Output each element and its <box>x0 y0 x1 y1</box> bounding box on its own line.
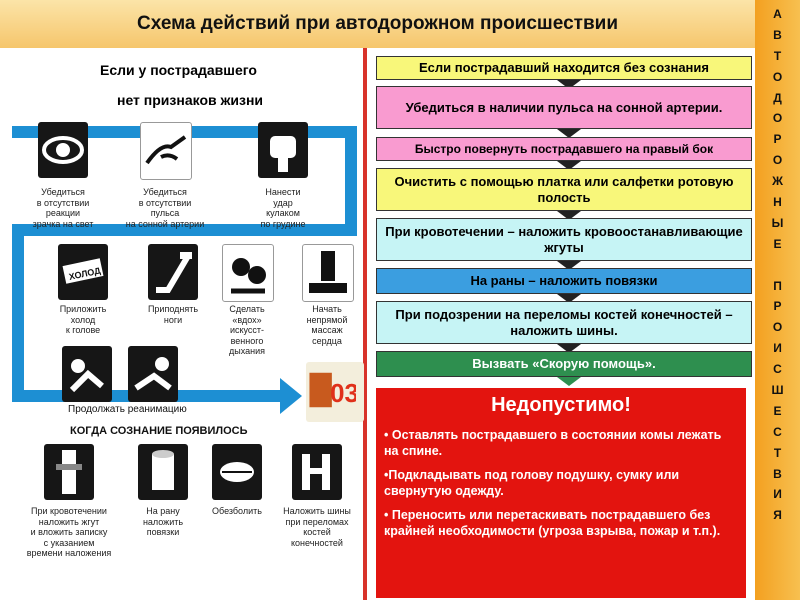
side-letter: Е <box>773 403 782 418</box>
row3-caption: Продолжать реанимацию <box>68 404 187 415</box>
step-connector <box>557 129 581 138</box>
warning-item-1: • Оставлять пострадавшего в состоянии ко… <box>384 428 722 458</box>
resuscitation-icon <box>128 346 178 402</box>
side-letter: Я <box>773 508 782 523</box>
side-letter: О <box>772 69 783 84</box>
fist-icon <box>258 122 308 178</box>
side-letter: В <box>773 466 782 481</box>
chest-compression-icon <box>302 244 354 302</box>
side-letter: И <box>773 487 782 502</box>
eye-icon <box>38 122 88 178</box>
side-letter: С <box>773 362 782 377</box>
steps-panel: Если пострадавший находится без сознания… <box>367 48 755 600</box>
flow-band <box>345 126 357 236</box>
bandage-icon <box>138 444 188 500</box>
row4-caption-1: При кровотечении наложить жгут и вложить… <box>26 506 112 558</box>
step-connector <box>557 344 581 353</box>
side-letter: А <box>773 7 782 21</box>
flow-arrow-icon <box>280 378 302 414</box>
illustration-panel: Если у пострадавшего нет признаков жизни… <box>0 48 364 600</box>
flow-band <box>12 224 357 236</box>
warning-box: Недопустимо! • Оставлять пострадавшего в… <box>376 388 746 598</box>
step-8: Вызвать «Скорую помощь». <box>376 351 752 377</box>
row2-caption-1: Приложить холод к голове <box>59 304 107 335</box>
side-letter: О <box>772 320 783 335</box>
row2-caption-3: Сделать «вдох» искусст- венного дыхания <box>229 304 265 356</box>
raise-legs-icon <box>148 244 198 300</box>
row4-caption-2: На рану наложить повязки <box>142 506 184 537</box>
side-letter: О <box>772 153 783 168</box>
step-connector <box>557 377 581 386</box>
ambulance-icon: 03 <box>306 362 364 422</box>
row4-caption-4: Наложить шины при переломах костей конеч… <box>283 506 351 548</box>
side-letter: Ш <box>771 383 784 398</box>
row4-caption-3: Обезболить <box>212 506 262 516</box>
step-3: Быстро повернуть пострадавшего на правый… <box>376 137 752 161</box>
side-letter: Р <box>773 299 782 314</box>
cold-pack-icon: ХОЛОД <box>58 244 108 300</box>
pulse-check-icon <box>140 122 192 180</box>
side-letter: О <box>772 111 783 126</box>
step-4: Очистить с помощью платка или салфетки р… <box>376 168 752 211</box>
divider-line <box>363 48 367 600</box>
page-title: Схема действий при автодорожном происшес… <box>0 0 755 48</box>
rescue-breath-icon <box>222 244 274 302</box>
side-letter: Ы <box>771 215 784 230</box>
step-2: Убедиться в наличии пульса на сонной арт… <box>376 86 752 129</box>
warning-title: Недопустимо! <box>491 394 631 416</box>
side-letter: Р <box>773 132 782 147</box>
step-connector <box>557 211 581 220</box>
step-connector <box>557 261 581 270</box>
row1-caption-3: Нанести удар кулаком по грудине <box>260 187 306 229</box>
splint-icon <box>292 444 342 500</box>
side-letter: Т <box>773 445 782 460</box>
row1-caption-1: Убедиться в отсутствии реакции зрачка на… <box>32 187 94 229</box>
row1-caption-2: Убедиться в отсутствии пульса на сонной … <box>125 187 205 229</box>
warning-item-3: • Переносить или перетаскивать пострадав… <box>384 508 721 538</box>
warning-item-2: •Подкладывать под голову подушку, сумку … <box>384 468 680 498</box>
step-6: На раны – наложить повязки <box>376 268 752 294</box>
ambulance-number: 03 <box>330 380 356 408</box>
side-letter: Т <box>773 48 782 63</box>
step-connector <box>557 294 581 303</box>
step-connector <box>557 80 581 89</box>
step-connector <box>557 161 581 170</box>
side-letter: И <box>773 341 782 356</box>
side-letter: Д <box>773 90 782 105</box>
side-letter: П <box>773 278 782 293</box>
side-letter: Ж <box>772 174 783 189</box>
step-7: При подозрении на переломы костей конечн… <box>376 301 752 344</box>
left-subtitle-line2: нет признаков жизни <box>117 92 264 108</box>
tourniquet-icon <box>44 444 94 500</box>
when-conscious-heading: КОГДА СОЗНАНИЕ ПОЯВИЛОСЬ <box>70 425 248 437</box>
side-letter: Е <box>773 236 782 251</box>
step-5: При кровотечении – наложить кровоостанав… <box>376 218 752 261</box>
resuscitation-icon <box>62 346 112 402</box>
side-letter: В <box>773 27 782 42</box>
left-subtitle-line1: Если у пострадавшего <box>100 62 257 78</box>
pill-icon <box>212 444 262 500</box>
row2-caption-2: Приподнять ноги <box>147 304 199 325</box>
flow-band <box>12 224 24 402</box>
side-letter: Н <box>773 195 782 210</box>
row2-caption-4: Начать непрямой массаж сердца <box>306 304 348 346</box>
step-1: Если пострадавший находится без сознания <box>376 56 752 80</box>
side-letter: С <box>773 424 782 439</box>
